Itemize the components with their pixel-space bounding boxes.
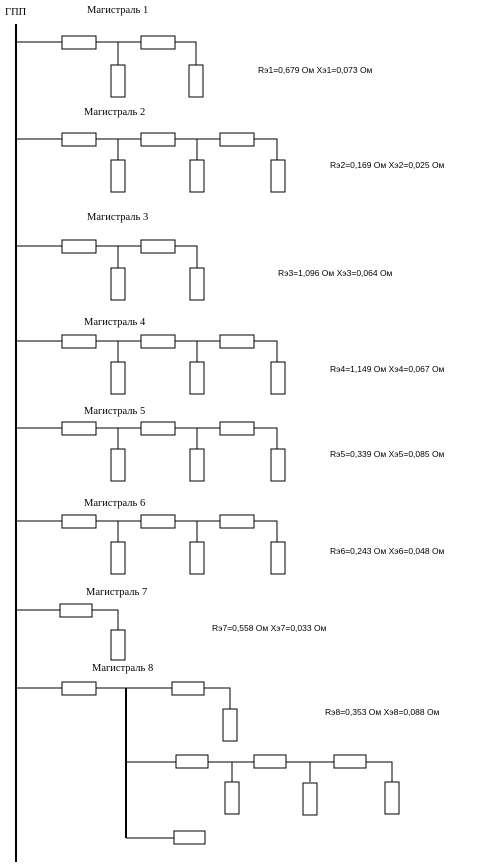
series-resistor xyxy=(219,421,255,436)
magistral-4-title: Магистраль 4 xyxy=(84,317,146,328)
series-resistor xyxy=(61,334,97,349)
magistral-4: Магистраль 4 Rэ4=1,149 Ом Xэ4=0,067 Ом xyxy=(16,317,445,395)
magistral-6-title: Магистраль 6 xyxy=(84,498,145,509)
magistral-8: Магистраль 8 Rэ8=0,353 Ом Xэ8=0,088 Ом xyxy=(16,663,440,845)
magistral-7-line xyxy=(16,609,119,630)
magistral-4-line xyxy=(16,340,278,362)
load-resistor xyxy=(224,781,240,815)
magistral-8-params: Rэ8=0,353 Ом Xэ8=0,088 Ом xyxy=(325,707,440,717)
bus-label: ГПП xyxy=(5,7,27,18)
series-resistor xyxy=(333,754,367,769)
magistral-2: Магистраль 2 Rэ2=0,169 Ом Xэ2=0,025 Ом xyxy=(16,107,445,193)
magistral-8-title: Магистраль 8 xyxy=(92,663,153,674)
load-resistor xyxy=(110,541,126,575)
series-resistor xyxy=(140,514,176,529)
series-resistor xyxy=(219,132,255,147)
series-resistor xyxy=(219,334,255,349)
magistral-2-title: Магистраль 2 xyxy=(84,107,145,118)
series-resistor xyxy=(140,334,176,349)
load-resistor xyxy=(110,64,126,98)
series-resistor xyxy=(175,754,209,769)
magistral-3-params: Rэ3=1,096 Ом Xэ3=0,064 Ом xyxy=(278,268,393,278)
magistral-6: Магистраль 6 Rэ6=0,243 Ом Xэ6=0,048 Ом xyxy=(16,498,445,575)
load-resistor xyxy=(110,448,126,482)
load-resistor xyxy=(270,361,286,395)
load-resistor xyxy=(270,448,286,482)
series-resistor xyxy=(173,830,206,845)
magistral-8-branch xyxy=(126,761,393,782)
series-resistor xyxy=(171,681,205,696)
magistral-1: Магистраль 1 Rэ1=0,679 Ом Xэ1=0,073 Ом xyxy=(16,5,373,98)
series-resistor xyxy=(61,239,97,254)
magistral-3: Магистраль 3 Rэ3=1,096 Ом Xэ3=0,064 Ом xyxy=(16,212,393,301)
magistral-5-params: Rэ5=0,339 Ом Xэ5=0,085 Ом xyxy=(330,449,445,459)
magistral-2-line xyxy=(16,138,278,160)
load-resistor xyxy=(189,267,205,301)
series-resistor xyxy=(61,132,97,147)
magistral-3-title: Магистраль 3 xyxy=(87,212,148,223)
series-resistor xyxy=(140,132,176,147)
magistral-4-params: Rэ4=1,149 Ом Xэ4=0,067 Ом xyxy=(330,364,445,374)
magistral-1-title: Магистраль 1 xyxy=(87,5,148,16)
load-resistor xyxy=(110,267,126,301)
series-resistor xyxy=(219,514,255,529)
magistral-1-params: Rэ1=0,679 Ом Xэ1=0,073 Ом xyxy=(258,65,373,75)
load-resistor xyxy=(189,159,205,193)
load-resistor xyxy=(270,159,286,193)
series-resistor xyxy=(59,603,93,618)
load-resistor xyxy=(384,781,400,815)
series-resistor xyxy=(61,421,97,436)
magistral-5-title: Магистраль 5 xyxy=(84,406,145,417)
magistral-7-params: Rэ7=0,558 Ом Xэ7=0,033 Ом xyxy=(212,623,327,633)
series-resistor xyxy=(140,35,176,50)
magistral-6-params: Rэ6=0,243 Ом Xэ6=0,048 Ом xyxy=(330,546,445,556)
series-resistor xyxy=(140,421,176,436)
load-resistor xyxy=(189,448,205,482)
magistral-5-line xyxy=(16,427,278,449)
series-resistor xyxy=(61,681,97,696)
magistral-5: Магистраль 5 Rэ5=0,339 Ом Xэ5=0,085 Ом xyxy=(16,406,445,482)
load-resistor xyxy=(110,361,126,395)
load-resistor xyxy=(188,64,204,98)
load-resistor xyxy=(189,361,205,395)
series-resistor xyxy=(253,754,287,769)
load-resistor xyxy=(222,708,238,742)
series-resistor xyxy=(140,239,176,254)
load-resistor xyxy=(189,541,205,575)
load-resistor xyxy=(270,541,286,575)
load-resistor xyxy=(110,159,126,193)
load-resistor xyxy=(110,629,126,661)
series-resistor xyxy=(61,514,97,529)
magistral-7-title: Магистраль 7 xyxy=(86,587,147,598)
series-resistor xyxy=(61,35,97,50)
magistral-2-params: Rэ2=0,169 Ом Xэ2=0,025 Ом xyxy=(330,160,445,170)
magistral-7: Магистраль 7 Rэ7=0,558 Ом Xэ7=0,033 Ом xyxy=(16,587,327,661)
magistral-6-line xyxy=(16,520,278,542)
load-resistor xyxy=(302,782,318,816)
